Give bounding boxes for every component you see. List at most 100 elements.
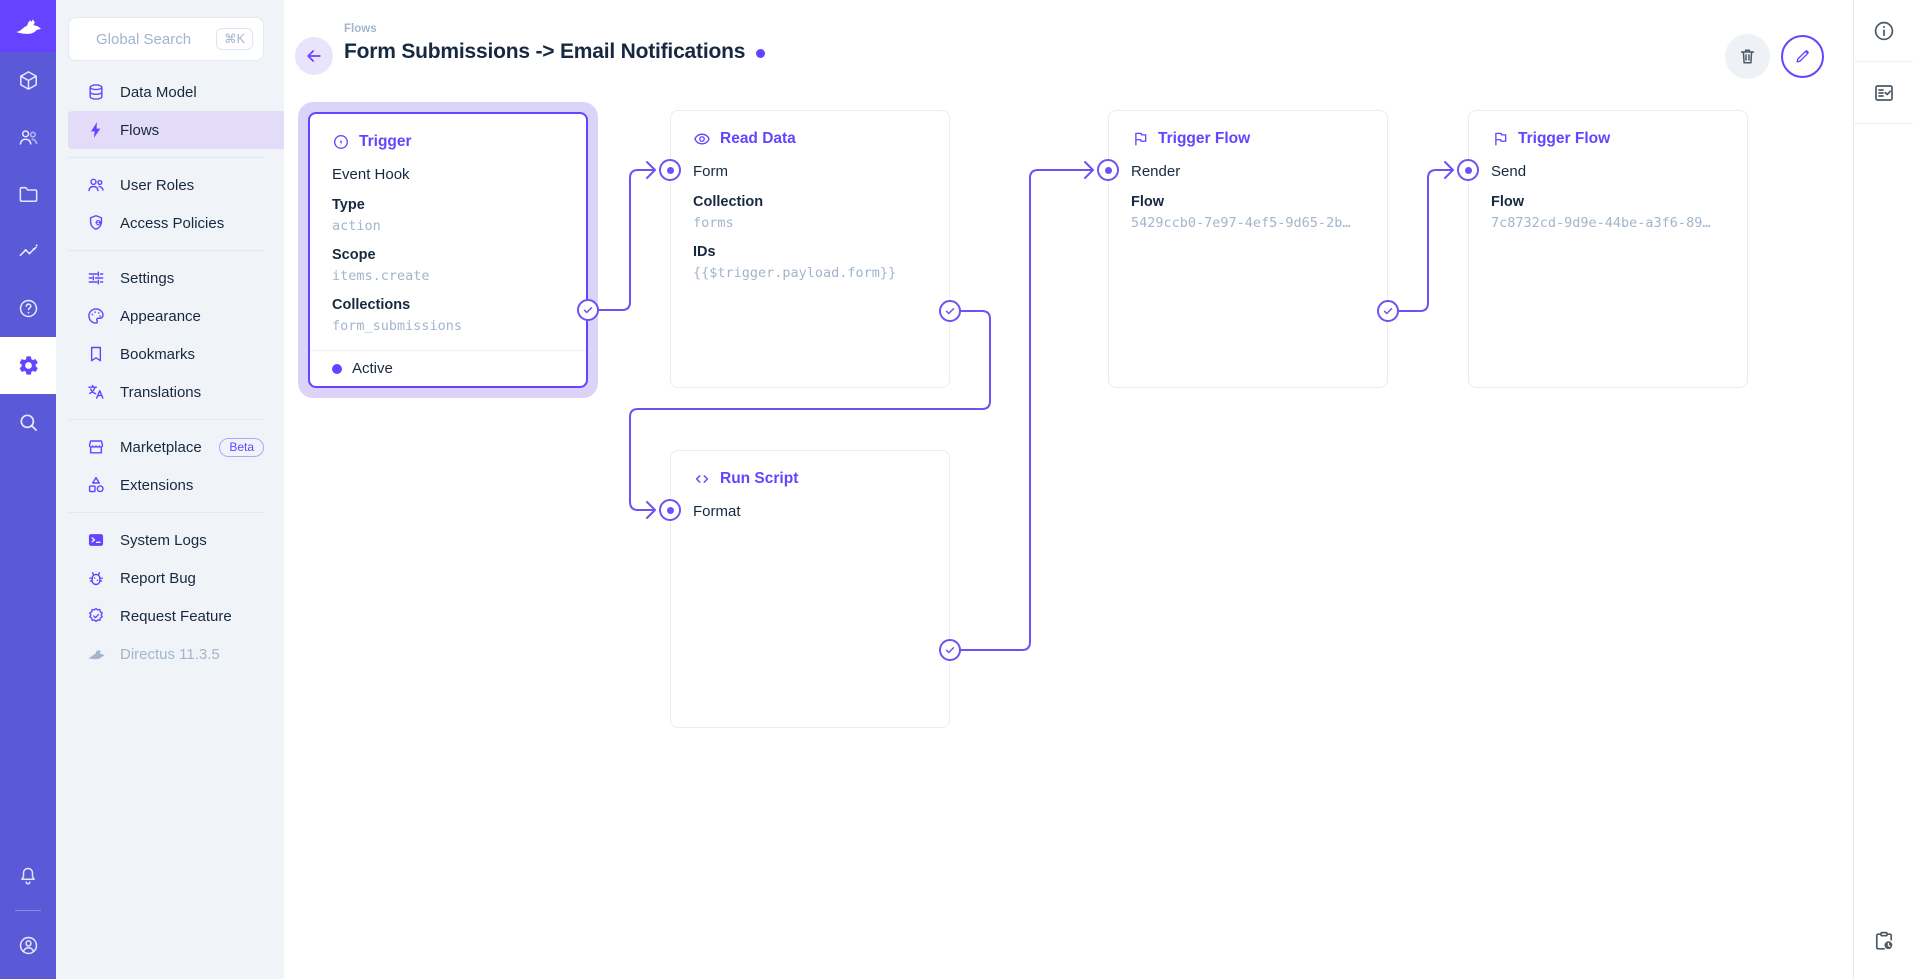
breadcrumb[interactable]: Flows <box>344 23 377 35</box>
connector-output-trigger-flow-render[interactable] <box>1377 300 1399 322</box>
module-insights[interactable] <box>0 223 56 280</box>
field-value: forms <box>693 215 734 231</box>
sidebar-item-label: Request Feature <box>120 607 232 625</box>
panel-title: Read Data <box>720 130 796 147</box>
global-search-box[interactable]: ⌘K <box>68 17 264 61</box>
terminal-icon <box>86 530 106 550</box>
sidebar-item-system-logs[interactable]: System Logs <box>68 521 284 559</box>
operation-name: Send <box>1491 163 1527 180</box>
module-files[interactable] <box>0 166 56 223</box>
wire-trigger-to-read-data <box>598 169 655 311</box>
flow-node-run-script[interactable]: Run Script Format <box>670 450 950 728</box>
wire-arrowhead <box>646 161 656 179</box>
flow-status-dot <box>756 48 766 58</box>
module-bar <box>0 0 56 979</box>
sidebar-item-label: Marketplace <box>120 438 202 456</box>
connector-input-run-script[interactable] <box>659 499 681 521</box>
field-label: Collections <box>332 297 411 313</box>
module-settings[interactable] <box>0 337 56 394</box>
sidebar-item-settings[interactable]: Settings <box>68 259 284 297</box>
panel-header: Read Data <box>693 128 927 150</box>
connector-input-read-data[interactable] <box>659 159 681 181</box>
tune-icon <box>86 268 106 288</box>
flow-node-trigger-flow-render[interactable]: Trigger Flow Render Flow 5429ccb0-7e97-4… <box>1108 110 1388 388</box>
sidebar-item-data-model[interactable]: Data Model <box>68 73 284 111</box>
sidebar-divider <box>68 419 264 420</box>
notifications-button[interactable] <box>0 852 56 900</box>
storefront-icon <box>86 437 106 457</box>
bookmark-icon <box>86 344 106 364</box>
active-status-dot <box>332 363 342 374</box>
trigger-node-glow: Trigger Event Hook Type action Scope ite… <box>298 102 598 398</box>
page-title: Form Submissions -> Email Notifications <box>344 40 746 63</box>
field-value: form_submissions <box>332 318 463 334</box>
operation-name: Format <box>693 503 741 520</box>
sidebar-item-request-feature[interactable]: Request Feature <box>68 597 284 635</box>
field-value: items.create <box>332 268 430 284</box>
wire-arrowhead <box>646 501 656 519</box>
flow-node-trigger-flow-send[interactable]: Trigger Flow Send Flow 7c8732cd-9d9e-44b… <box>1468 110 1748 388</box>
panel-header: Trigger Flow <box>1131 128 1365 150</box>
sidebar-item-label: Extensions <box>120 476 194 494</box>
sidebar-item-label: Settings <box>120 269 175 287</box>
field-value: 7c8732cd-9d9e-44be-a3f6-89… <box>1491 215 1711 231</box>
field-value: action <box>332 218 381 234</box>
field-label: Type <box>332 197 365 213</box>
sidebar-item-access-policies[interactable]: Access Policies <box>68 204 284 242</box>
module-users[interactable] <box>0 109 56 166</box>
pending-actions-icon <box>1872 929 1896 953</box>
user-menu-button[interactable] <box>0 921 56 969</box>
panel-title: Trigger <box>359 133 412 150</box>
flag-icon <box>1491 130 1509 148</box>
eye-icon <box>693 130 711 148</box>
field-value: 5429ccb0-7e97-4ef5-9d65-2b… <box>1131 215 1351 231</box>
wire-run-script-to-trigger-flow-1 <box>960 169 1093 651</box>
module-help[interactable] <box>0 280 56 337</box>
directus-rabbit-logo-icon <box>13 11 43 41</box>
delete-flow-button[interactable] <box>1725 34 1770 79</box>
global-search-input[interactable] <box>96 30 208 48</box>
wire-trigger-flow-1-to-2 <box>1398 169 1453 312</box>
module-content[interactable] <box>0 52 56 109</box>
fact-check-sidebar-button[interactable] <box>1854 62 1913 123</box>
connector-output-trigger[interactable] <box>577 299 599 321</box>
settings-gear-icon <box>17 354 40 377</box>
sidebar-item-appearance[interactable]: Appearance <box>68 297 284 335</box>
sidebar-item-label: User Roles <box>120 176 195 194</box>
sidebar-item-user-roles[interactable]: User Roles <box>68 166 284 204</box>
sidebar-item-label: Report Bug <box>120 569 196 587</box>
sidebar-item-marketplace[interactable]: Marketplace Beta <box>68 428 284 466</box>
sidebar-item-flows[interactable]: Flows <box>68 111 284 149</box>
sidebar-item-bookmarks[interactable]: Bookmarks <box>68 335 284 373</box>
directus-logo[interactable] <box>0 0 56 52</box>
info-icon <box>1872 19 1896 43</box>
field-label: Scope <box>332 247 376 263</box>
sidebar-item-translations[interactable]: Translations <box>68 373 284 411</box>
sidebar-item-label: Translations <box>120 383 202 401</box>
sidebar-item-report-bug[interactable]: Report Bug <box>68 559 284 597</box>
sidebar-item-extensions[interactable]: Extensions <box>68 466 284 504</box>
module-bar-divider <box>15 910 41 911</box>
module-search[interactable] <box>0 394 56 451</box>
connector-input-trigger-flow-send[interactable] <box>1457 159 1479 181</box>
flag-icon <box>1131 130 1149 148</box>
notifications-bell-icon <box>17 865 39 887</box>
connector-output-run-script[interactable] <box>939 639 961 661</box>
connector-output-read-data[interactable] <box>939 300 961 322</box>
pending-actions-button[interactable] <box>1854 910 1913 971</box>
field-label: Flow <box>1491 194 1525 210</box>
edit-flow-button[interactable] <box>1781 35 1824 78</box>
field-label: Flow <box>1131 194 1165 210</box>
back-button[interactable] <box>295 37 333 75</box>
flow-node-trigger[interactable]: Trigger Event Hook Type action Scope ite… <box>308 112 588 388</box>
info-sidebar-button[interactable] <box>1854 0 1913 61</box>
sidebar-item-label: Bookmarks <box>120 345 196 363</box>
user-avatar-icon <box>17 934 40 957</box>
flow-node-read-data[interactable]: Read Data Form Collection forms IDs {{$t… <box>670 110 950 388</box>
field-label: IDs <box>693 244 716 260</box>
connector-input-trigger-flow-render[interactable] <box>1097 159 1119 181</box>
trash-icon <box>1737 46 1758 67</box>
sidebar-divider <box>68 250 264 251</box>
right-toolbar <box>1853 0 1913 979</box>
